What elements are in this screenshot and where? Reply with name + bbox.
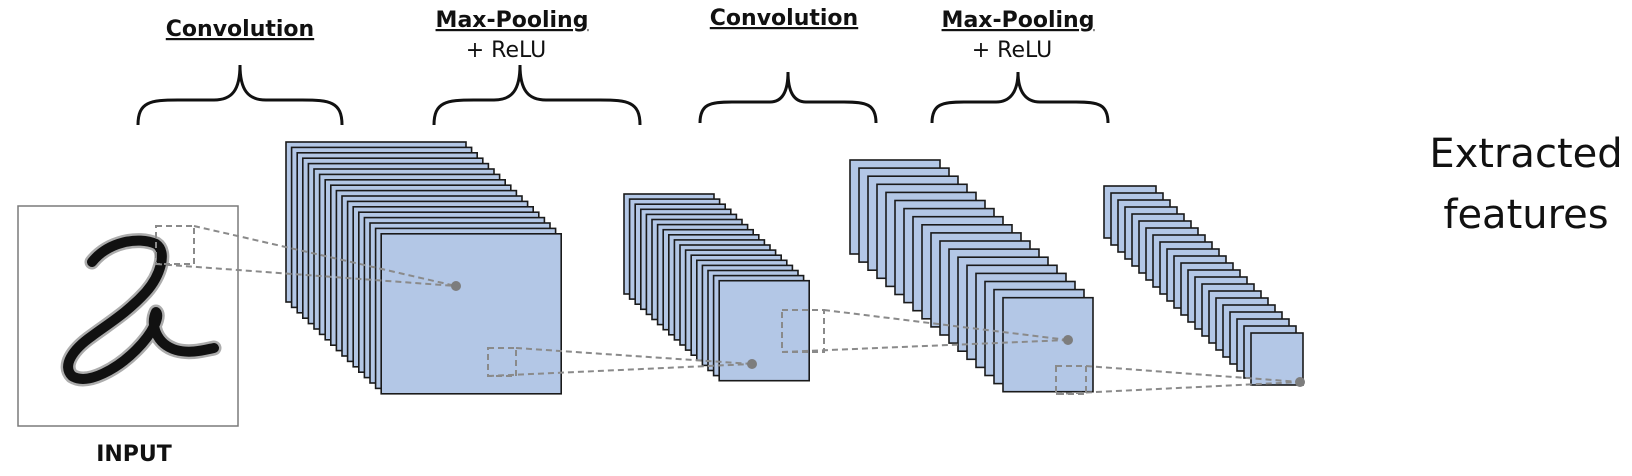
stage-4-heading: Max-Pooling + ReLU [942, 8, 1095, 63]
connector-conv2-to-pool2 [1055, 365, 1305, 395]
feature-map-stack-4 [1103, 185, 1304, 386]
extracted-features-label: Extracted features [1429, 131, 1622, 238]
stage-4-subtitle: + ReLU [972, 38, 1053, 63]
extracted-features-line1: Extracted [1429, 131, 1622, 177]
connector-conv1-to-pool1 [487, 347, 757, 377]
stage-1-brace [136, 64, 344, 126]
stage-3-brace [698, 71, 878, 124]
stage-3-heading: Convolution [710, 6, 858, 31]
connector-pool1-to-conv2 [781, 309, 1073, 353]
input-image [17, 205, 239, 427]
feature-map [380, 233, 563, 395]
feature-map [1002, 296, 1094, 393]
handwritten-digit-2 [60, 233, 222, 387]
input-label: INPUT [96, 442, 172, 467]
stage-3-title: Convolution [710, 6, 858, 31]
stage-2-subtitle: + ReLU [466, 38, 547, 63]
stage-2-title: Max-Pooling [436, 8, 589, 33]
feature-map-stack-3 [849, 159, 1094, 393]
stage-2-brace [432, 64, 642, 126]
stage-4-title: Max-Pooling [942, 8, 1095, 33]
feature-map-stack-1 [285, 141, 563, 395]
extracted-features-line2: features [1443, 192, 1608, 238]
stage-2-heading: Max-Pooling + ReLU [436, 8, 589, 63]
stage-4-brace [930, 71, 1110, 124]
input-receptive-field [155, 225, 195, 265]
feature-map-stack-2 [623, 193, 811, 382]
feature-map [718, 279, 811, 382]
stage-1-title: Convolution [166, 17, 314, 42]
stage-1-heading: Convolution [166, 17, 314, 42]
feature-map [1250, 332, 1304, 386]
connector-input-to-conv1 [155, 225, 461, 291]
